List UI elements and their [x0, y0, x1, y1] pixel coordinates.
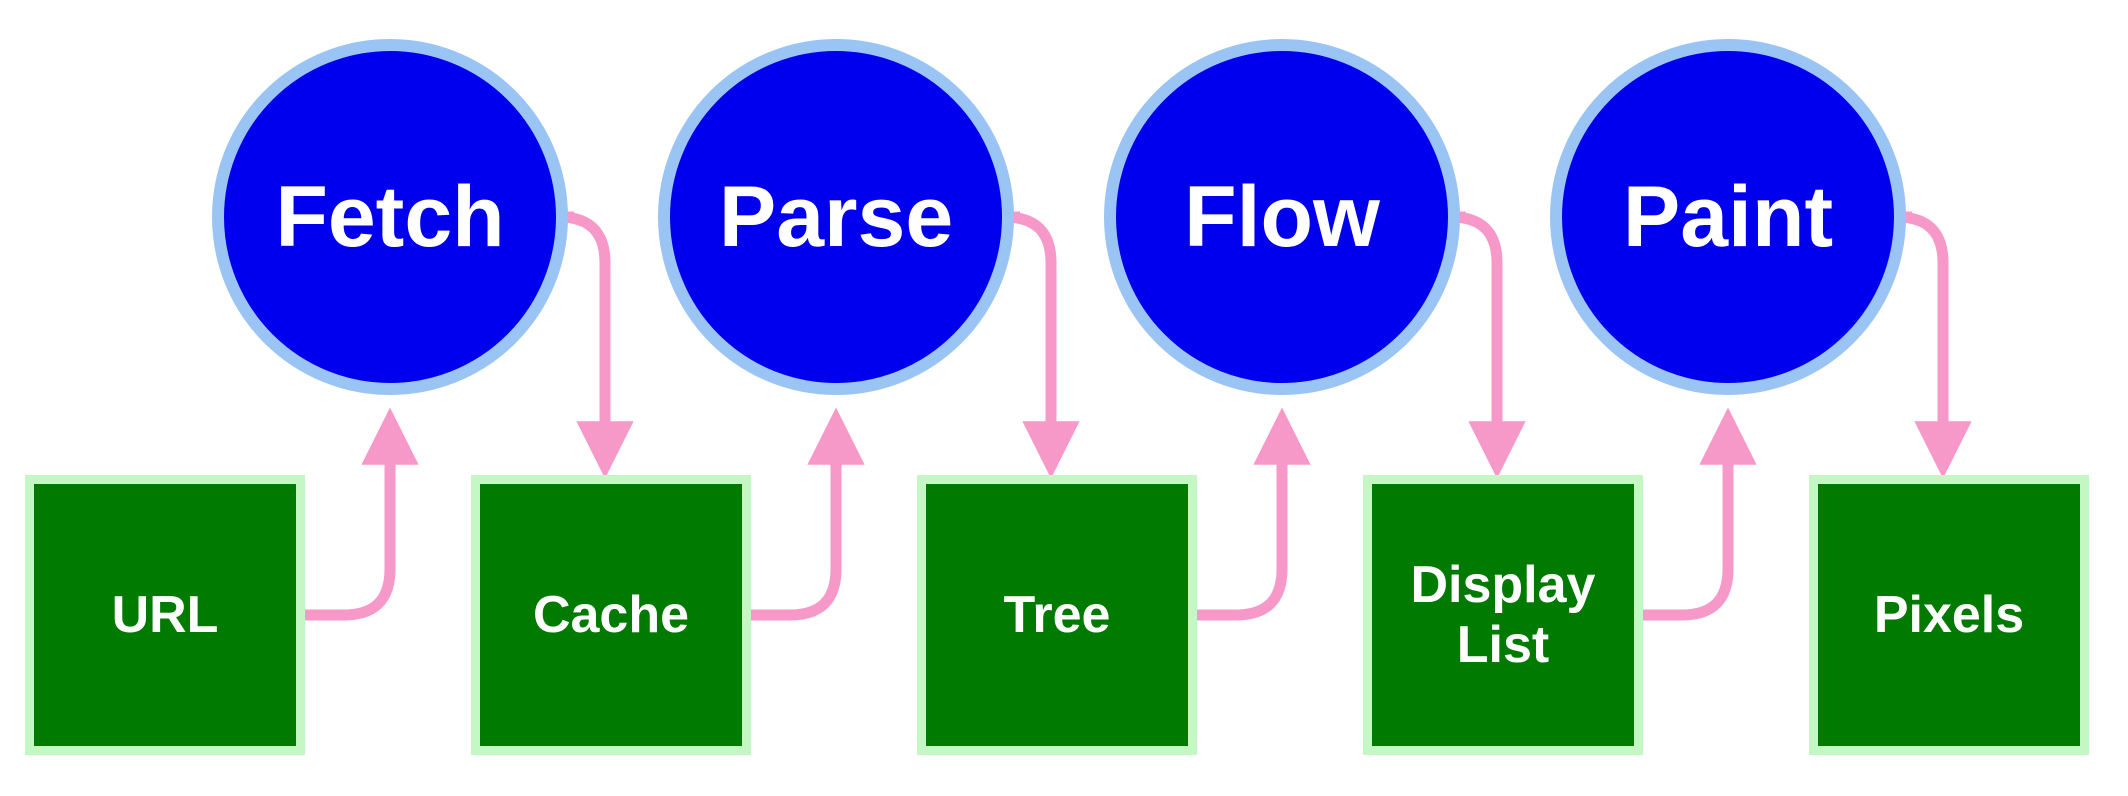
data-box-label: Display — [1411, 556, 1596, 614]
process-circle-shape — [658, 39, 1014, 395]
process-paint: Paint — [1550, 39, 1906, 395]
process-parse: Parse — [658, 39, 1014, 395]
process-circle-shape — [1104, 39, 1460, 395]
data-box-label: Cache — [533, 586, 689, 644]
process-label: Parse — [719, 169, 953, 265]
input-arrow-parse — [751, 407, 865, 621]
data-box-shape — [1809, 475, 2089, 755]
input-arrow-flow — [1197, 407, 1311, 621]
output-arrow-flow — [1450, 211, 1526, 479]
data-box-label: Pixels — [1874, 586, 2024, 644]
process-label: Paint — [1623, 169, 1833, 265]
output-arrow-paint — [1896, 211, 1972, 479]
data-box-shape — [917, 475, 1197, 755]
output-arrow-fetch — [558, 211, 634, 479]
data-box-pixels: Pixels — [1809, 475, 2089, 755]
process-circle-shape — [1550, 39, 1906, 395]
input-arrow-paint — [1643, 407, 1757, 621]
data-box-shape — [1363, 475, 1643, 755]
data-box-shape — [471, 475, 751, 755]
output-arrow-parse — [1004, 211, 1080, 479]
data-box-label: URL — [112, 586, 219, 644]
data-box-label: Tree — [1004, 586, 1111, 644]
data-box-cache: Cache — [471, 475, 751, 755]
process-fetch: Fetch — [212, 39, 568, 395]
input-arrow-fetch — [305, 407, 419, 621]
data-box-label: List — [1457, 616, 1549, 674]
process-circles-layer: Fetch Parse Flow Paint — [212, 39, 1906, 395]
data-box-shape — [25, 475, 305, 755]
process-label: Flow — [1184, 169, 1381, 265]
data-box-tree: Tree — [917, 475, 1197, 755]
process-label: Fetch — [275, 169, 504, 265]
process-flow: Flow — [1104, 39, 1460, 395]
process-circle-shape — [212, 39, 568, 395]
data-box-url: URL — [25, 475, 305, 755]
